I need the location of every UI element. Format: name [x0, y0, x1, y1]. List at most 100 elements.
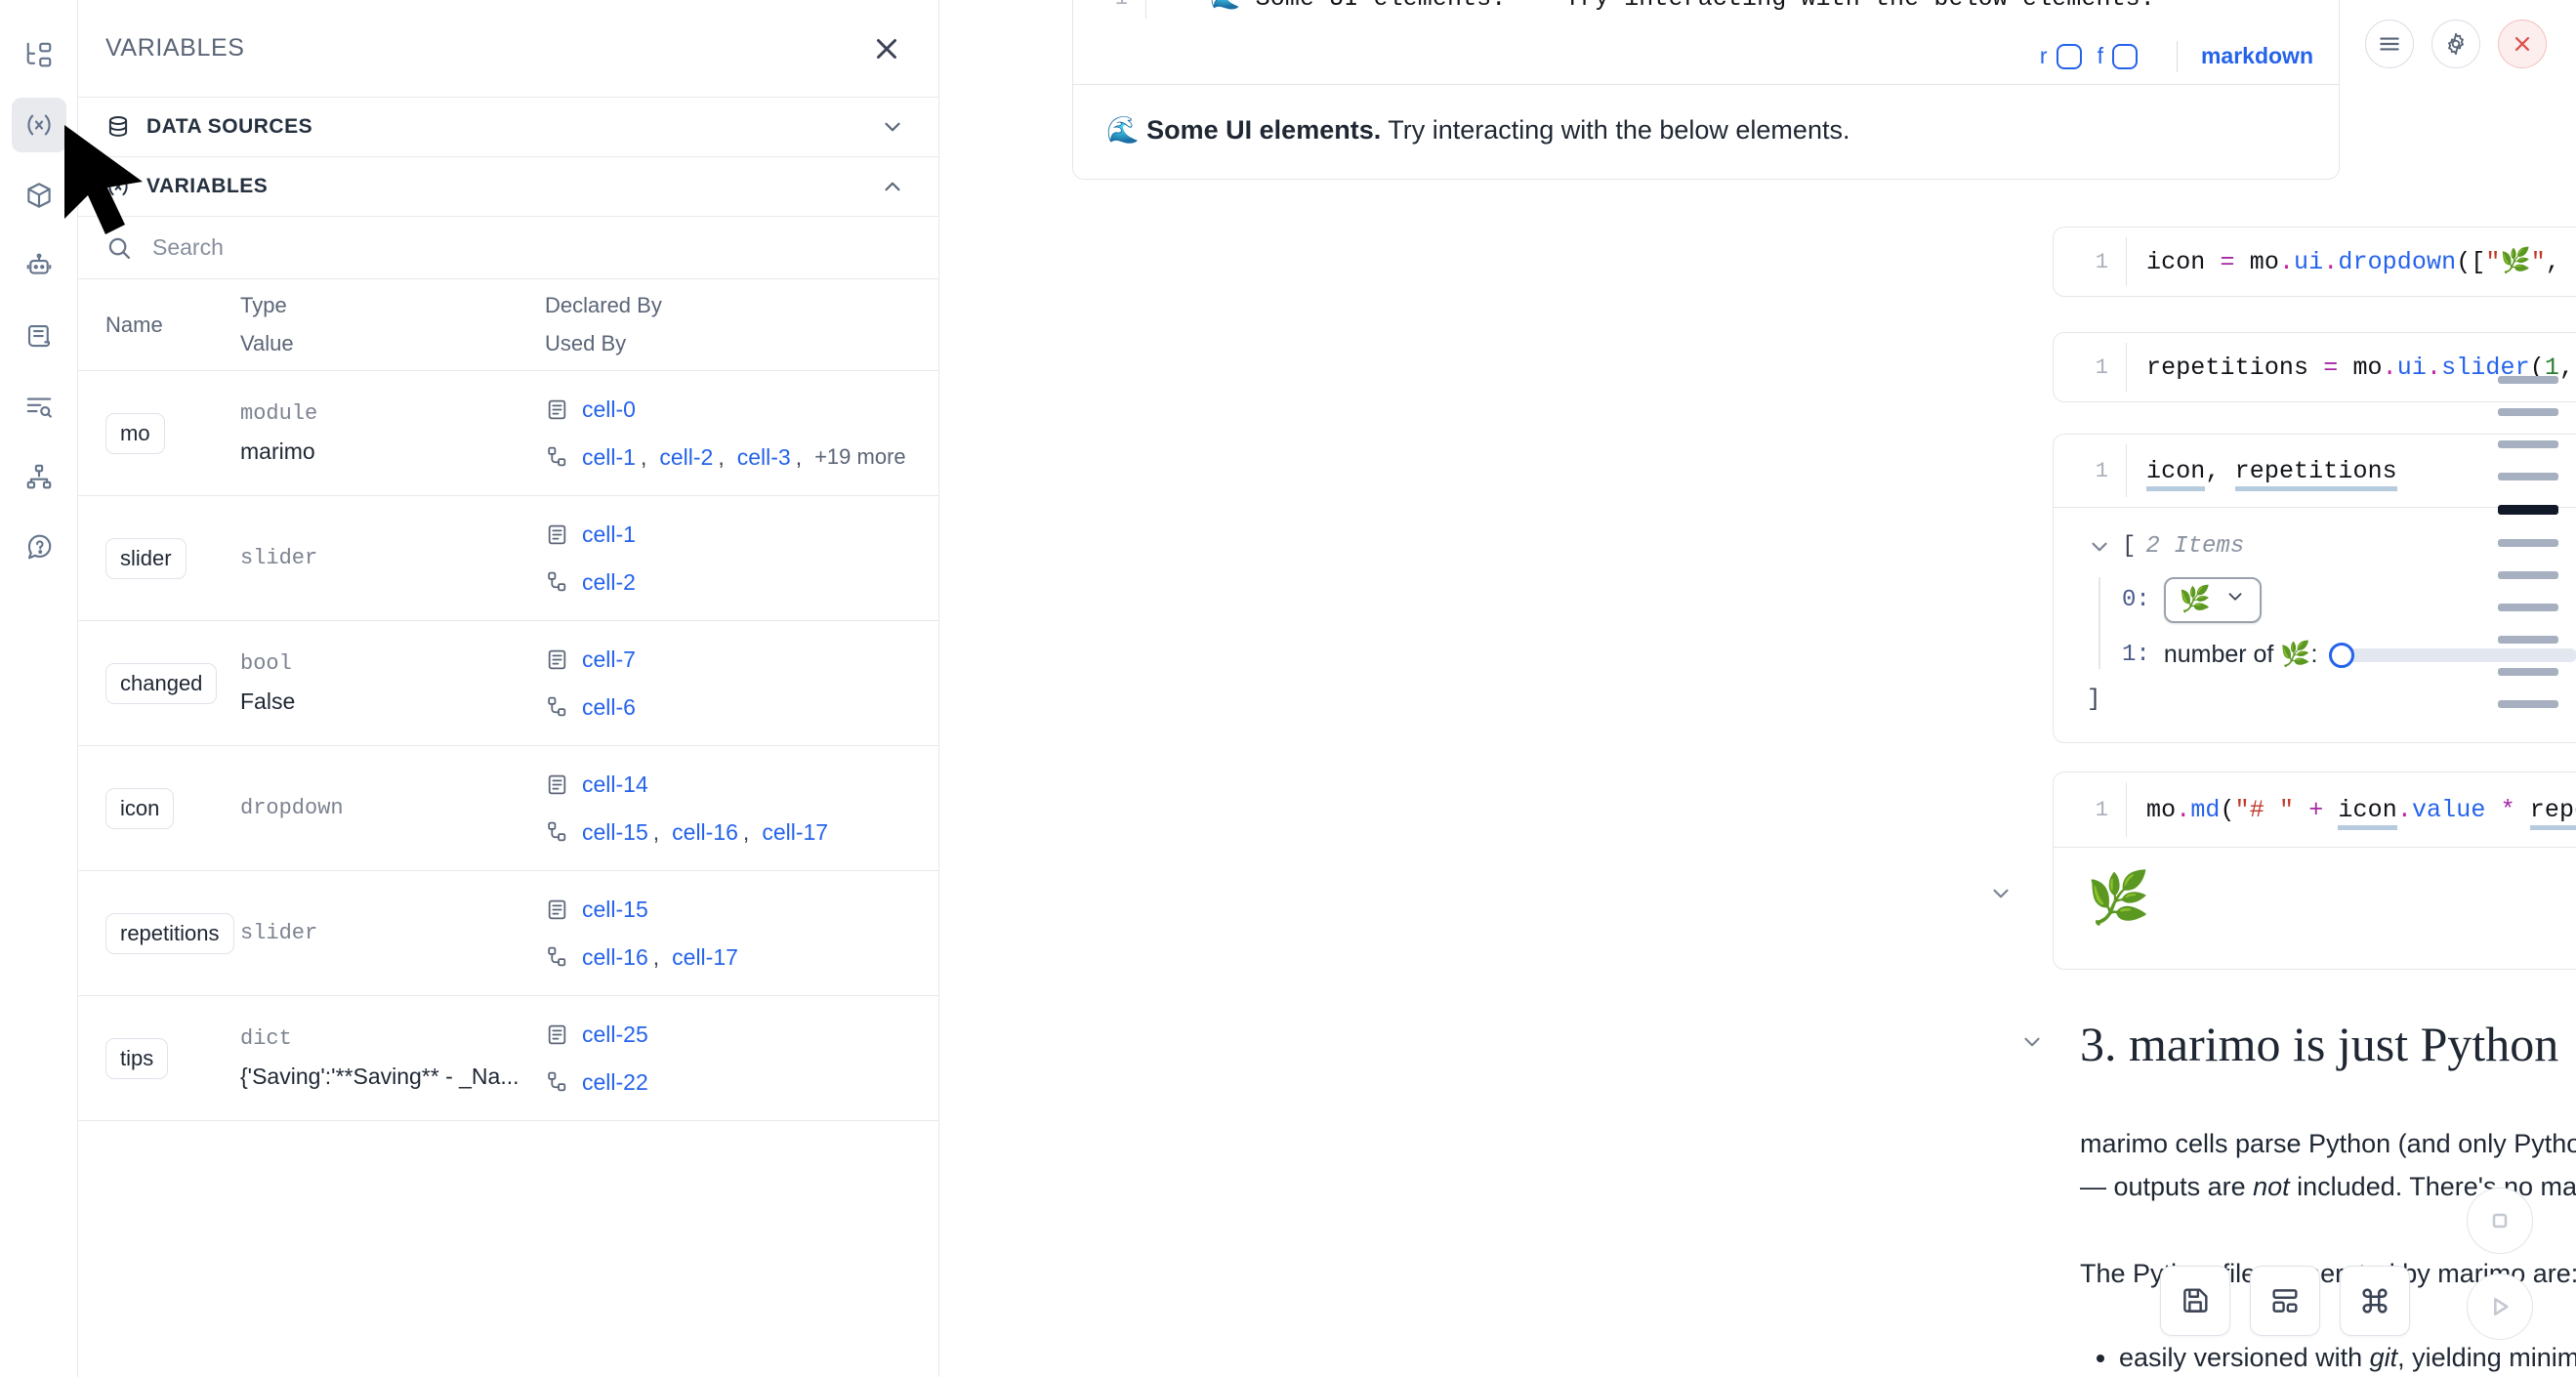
- bullet-em: git: [2369, 1343, 2398, 1373]
- variables-icon: [24, 110, 54, 140]
- bullet-a: easily versioned with: [2119, 1343, 2370, 1373]
- variable-name-chip[interactable]: icon: [105, 787, 175, 829]
- rail-item-file-tree[interactable]: [12, 27, 66, 82]
- cell-14[interactable]: 1 icon = mo.ui.dropdown(["🌿", "🌊", "✨"],…: [2053, 227, 2576, 297]
- slider-knob[interactable]: [2329, 642, 2355, 668]
- minimap-mark[interactable]: [2498, 571, 2558, 579]
- cell-17[interactable]: 1 mo.md("# " + icon.value * repetitions.…: [1993, 772, 2576, 970]
- rail-item-chat[interactable]: [12, 238, 66, 293]
- cell-menu-button[interactable]: [2365, 20, 2414, 68]
- cell-link[interactable]: cell-2: [582, 568, 636, 595]
- cell-declared-used: cell-25 cell-22: [545, 995, 939, 1121]
- variable-type: module: [240, 400, 318, 426]
- cell-link[interactable]: cell-16: [582, 943, 648, 970]
- cell-link[interactable]: cell-1: [582, 522, 636, 547]
- cell-markdown-top[interactable]: 1 """🌊 Some UI elements.""" Try interact…: [1072, 0, 2340, 180]
- minimap-mark[interactable]: [2498, 700, 2558, 708]
- cell-language-badge[interactable]: markdown: [2200, 43, 2313, 68]
- p1-em: not: [2253, 1171, 2290, 1201]
- cell-settings-button[interactable]: [2431, 20, 2480, 68]
- cell-link[interactable]: cell-3: [736, 443, 791, 470]
- slider-label: number of 🌿:: [2163, 641, 2318, 668]
- minimap-mark[interactable]: [2498, 440, 2558, 448]
- variable-name-chip[interactable]: tips: [105, 1037, 169, 1079]
- repr-item-1-index: 1:: [2122, 642, 2150, 668]
- rail-item-packages[interactable]: [12, 168, 66, 223]
- cell-link[interactable]: cell-6: [582, 693, 636, 720]
- notebook-scroll[interactable]: 1 """🌊 Some UI elements.""" Try interact…: [939, 0, 2576, 1377]
- cell-link[interactable]: cell-14: [582, 772, 648, 797]
- repr-collapse-chevron[interactable]: [2087, 534, 2112, 560]
- cell-16[interactable]: 1 icon, repetitions [ 2 Items: [2053, 434, 2576, 743]
- minimap-mark[interactable]: [2498, 473, 2558, 480]
- repetitions-slider[interactable]: [2329, 642, 2576, 668]
- code-text: """🌊 Some UI elements.""" Try interactin…: [1166, 0, 2155, 13]
- cell-link[interactable]: cell-16: [672, 818, 738, 845]
- cell-link[interactable]: cell-15: [582, 818, 648, 845]
- cell-link[interactable]: cell-15: [582, 897, 648, 922]
- minimap-mark[interactable]: [2498, 376, 2558, 384]
- notebook-area: 1 """🌊 Some UI elements.""" Try interact…: [939, 0, 2576, 1377]
- run-on-change-toggle[interactable]: r: [2040, 43, 2082, 69]
- cell-link[interactable]: cell-1: [582, 443, 636, 470]
- close-panel-button[interactable]: [870, 32, 903, 65]
- cell-variable-name: tips: [78, 995, 240, 1121]
- gutter-divider: [2126, 343, 2127, 392]
- repr-item-0-index: 0:: [2122, 587, 2150, 613]
- minimap-mark[interactable]: [2498, 539, 2558, 547]
- minimap-mark[interactable]: [2498, 408, 2558, 416]
- md-emoji: 🌊: [1106, 115, 1140, 145]
- cell-delete-button[interactable]: [2498, 20, 2547, 68]
- cell-link[interactable]: cell-25: [582, 1022, 648, 1047]
- cell-link[interactable]: cell-2: [659, 443, 714, 470]
- command-palette-button[interactable]: [2340, 1266, 2410, 1336]
- repr-items-count: 2 Items: [2145, 533, 2245, 560]
- rail-item-logs[interactable]: [12, 379, 66, 434]
- section-data-sources[interactable]: DATA SOURCES: [78, 98, 938, 157]
- run-button[interactable]: [2467, 1273, 2533, 1340]
- variable-name-chip[interactable]: repetitions: [105, 912, 234, 954]
- minimap-mark-current[interactable]: [2498, 505, 2558, 515]
- variable-name-chip[interactable]: changed: [105, 662, 218, 704]
- minimap[interactable]: [2492, 352, 2564, 732]
- freeze-toggle[interactable]: f: [2098, 43, 2138, 69]
- repr-item-0: 0: 🌿: [2122, 577, 2576, 623]
- search-input[interactable]: [150, 233, 909, 262]
- cell-link[interactable]: cell-0: [582, 396, 636, 422]
- cell-link[interactable]: cell-7: [582, 647, 636, 672]
- dropdown-icon-select[interactable]: 🌿: [2163, 577, 2263, 623]
- rail-item-dependency-graph[interactable]: [12, 449, 66, 504]
- gutter-divider: [2126, 444, 2127, 497]
- repr-item-1: 1: number of 🌿:: [2122, 641, 2576, 669]
- minimap-mark[interactable]: [2498, 636, 2558, 644]
- save-button[interactable]: [2160, 1266, 2230, 1336]
- minimap-mark[interactable]: [2498, 668, 2558, 676]
- rail-item-variables[interactable]: [11, 98, 66, 152]
- cell-17-collapse-chevron[interactable]: [1988, 881, 2014, 906]
- minimap-mark[interactable]: [2498, 604, 2558, 611]
- cell-link[interactable]: cell-17: [762, 818, 829, 845]
- variable-name-chip[interactable]: slider: [105, 537, 187, 579]
- rail-item-scratchpad[interactable]: [12, 309, 66, 363]
- cell-15[interactable]: 1 repetitions = mo.ui.slider(1, 16, labe…: [2053, 332, 2576, 402]
- cell-link[interactable]: cell-22: [582, 1068, 648, 1095]
- variable-name-chip[interactable]: mo: [105, 412, 165, 454]
- cell-link[interactable]: cell-17: [672, 943, 738, 970]
- database-icon: [105, 114, 131, 140]
- interrupt-button[interactable]: [2467, 1188, 2533, 1254]
- logs-search-icon: [24, 392, 54, 421]
- col-declared-by-label: Declared By: [545, 293, 662, 317]
- section-collapse-chevron[interactable]: [2019, 1029, 2045, 1055]
- section-variables[interactable]: VARIABLES: [78, 157, 938, 217]
- used-by-more[interactable]: +19 more: [814, 444, 906, 470]
- layout-button[interactable]: [2250, 1266, 2320, 1336]
- rail-item-help[interactable]: [12, 520, 66, 574]
